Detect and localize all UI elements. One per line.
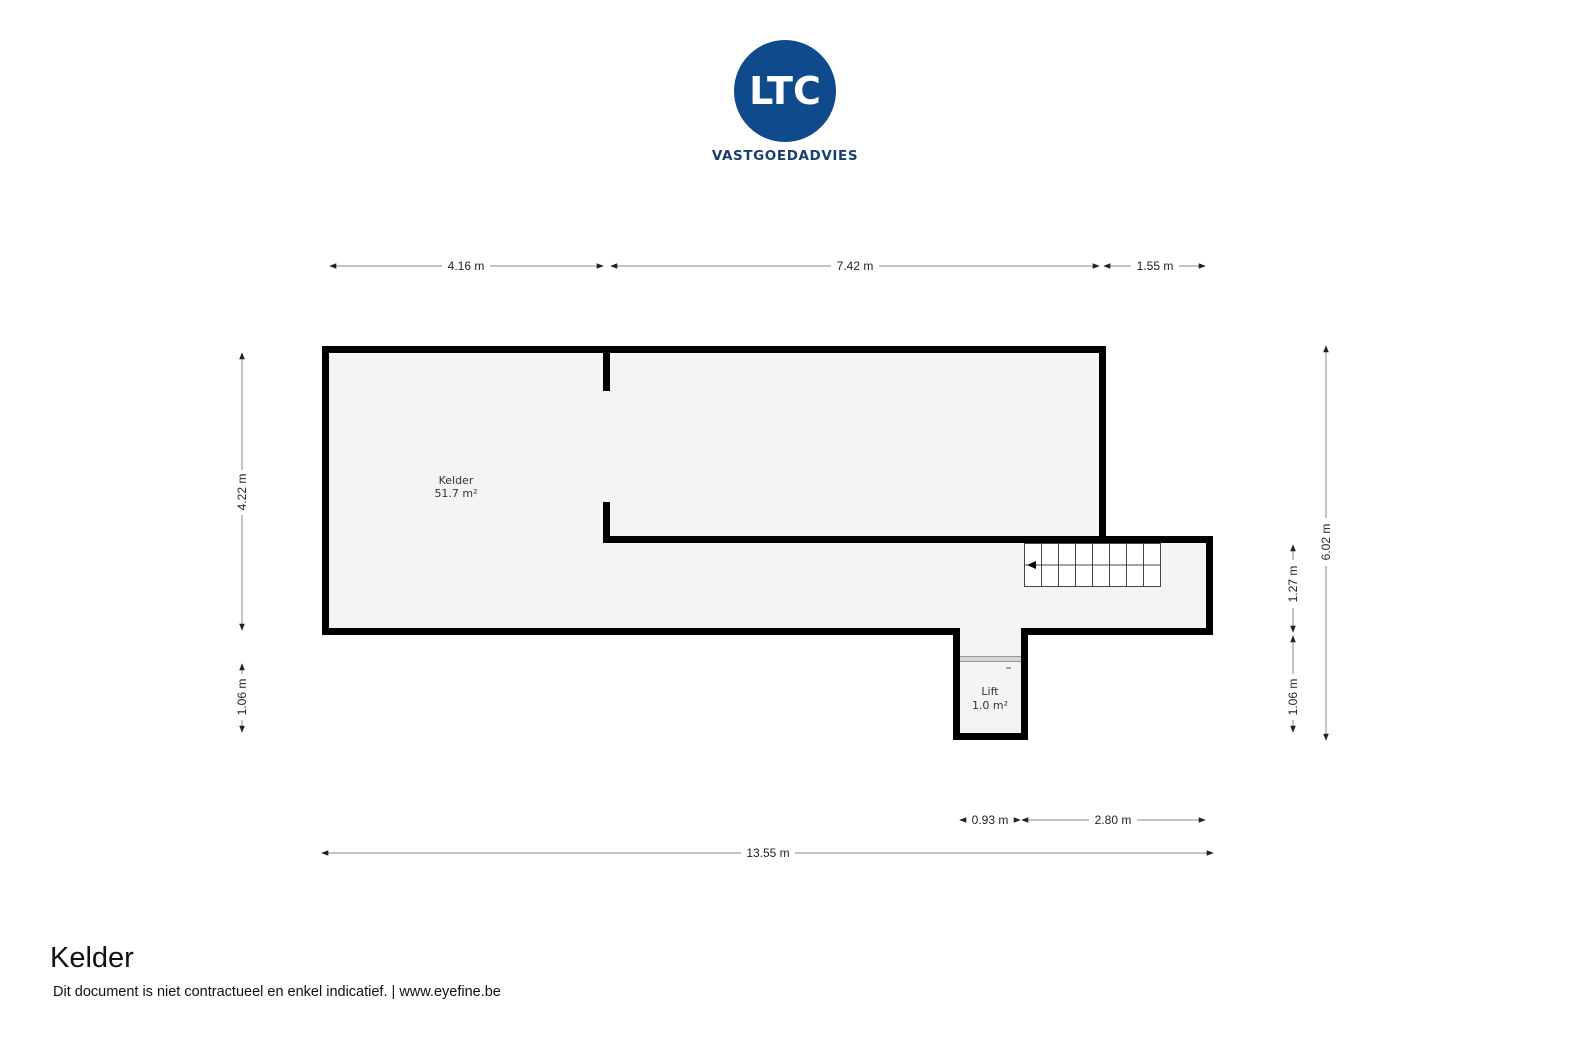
dimension-labels: 4.16 m 7.42 m 1.55 m 4.22 m 1.06 m 1.27 …: [235, 259, 1333, 860]
dim-right-inner-2: 1.06 m: [1286, 679, 1300, 716]
svg-text:Lift: Lift: [981, 685, 999, 698]
room-label-lift: Lift 1.0 m²: [972, 685, 1008, 712]
staircase: [1024, 543, 1161, 587]
dim-left-1: 4.22 m: [235, 474, 249, 511]
logo-subtitle: VASTGOEDADVIES: [711, 148, 859, 164]
brand-logo: LTC VASTGOEDADVIES: [711, 40, 859, 170]
dim-right-inner-1: 1.27 m: [1286, 566, 1300, 603]
logo-circle: LTC: [734, 40, 836, 142]
dim-bottom-total: 13.55 m: [746, 846, 789, 860]
walls: [322, 346, 1213, 740]
dim-top-1: 4.16 m: [448, 259, 485, 273]
lift-door: [960, 656, 1021, 669]
dim-top-2: 7.42 m: [837, 259, 874, 273]
floor-title: Kelder: [50, 942, 134, 974]
logo-mark: LTC: [749, 69, 821, 113]
svg-text:Kelder: Kelder: [439, 474, 474, 487]
svg-text:1.0 m²: 1.0 m²: [972, 699, 1008, 712]
disclaimer-note: Dit document is niet contractueel en enk…: [53, 984, 501, 1000]
dim-left-2: 1.06 m: [235, 679, 249, 716]
dim-bottom-inner-1: 0.93 m: [972, 813, 1009, 827]
stair-direction-arrow-icon: [1027, 561, 1036, 569]
dim-top-3: 1.55 m: [1137, 259, 1174, 273]
dim-bottom-inner-2: 2.80 m: [1095, 813, 1132, 827]
dim-right-outer: 6.02 m: [1319, 524, 1333, 561]
svg-text:51.7 m²: 51.7 m²: [434, 487, 477, 500]
room-label-kelder: Kelder 51.7 m²: [434, 474, 477, 500]
